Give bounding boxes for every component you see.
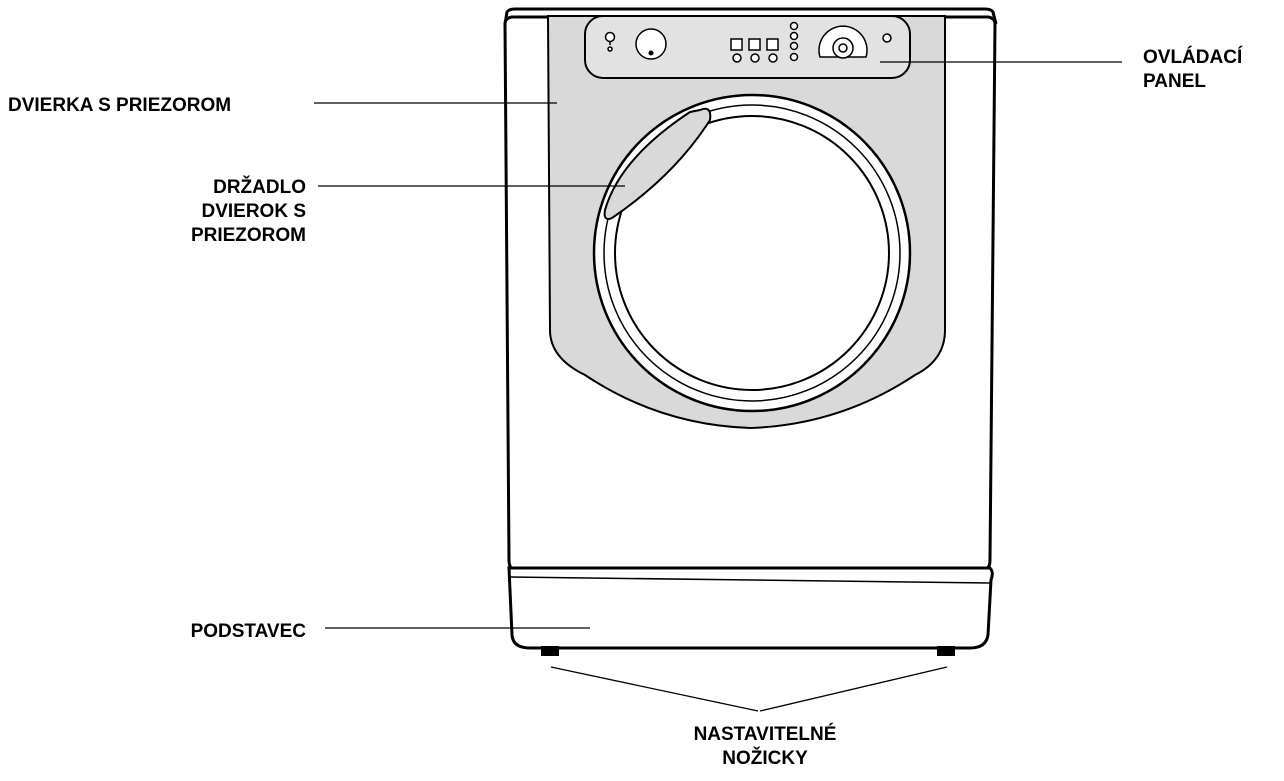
porthole-glass: [614, 115, 890, 391]
label-door-handle: DRŽADLO DVIEROK S PRIEZOROM: [190, 177, 306, 246]
indicator-light: [789, 41, 799, 51]
indicator-light: [789, 31, 799, 41]
indicator-light: [789, 21, 799, 31]
display-segment: [730, 38, 743, 51]
indicator-light: [789, 52, 799, 62]
label-base: PODSTAVEC: [190, 621, 306, 642]
indicator-light: [882, 33, 892, 43]
option-button: [732, 53, 742, 63]
machine-base: [507, 566, 994, 650]
display-segment: [766, 38, 779, 51]
indicator-light: [607, 46, 613, 52]
indicator-light: [604, 31, 616, 43]
display-segment: [748, 38, 761, 51]
label-control-panel: OVLÁDACÍ PANEL: [1143, 47, 1243, 92]
base-top-edge: [509, 576, 991, 584]
selector-knob: [635, 28, 667, 60]
leader-lines: [314, 61, 1122, 712]
door-handle: [603, 107, 712, 220]
option-button: [768, 53, 778, 63]
leader-foot-left: [550, 666, 759, 712]
control-panel-controls: [604, 21, 892, 63]
label-adjustable-feet: NASTAVITELNÉ NOŽICKY: [693, 724, 837, 769]
foot-right: [937, 646, 955, 656]
foot-left: [541, 646, 559, 656]
leader-foot-right: [759, 666, 948, 712]
option-button: [750, 53, 760, 63]
label-door: DVIERKA S PRIEZOROM: [8, 95, 232, 116]
